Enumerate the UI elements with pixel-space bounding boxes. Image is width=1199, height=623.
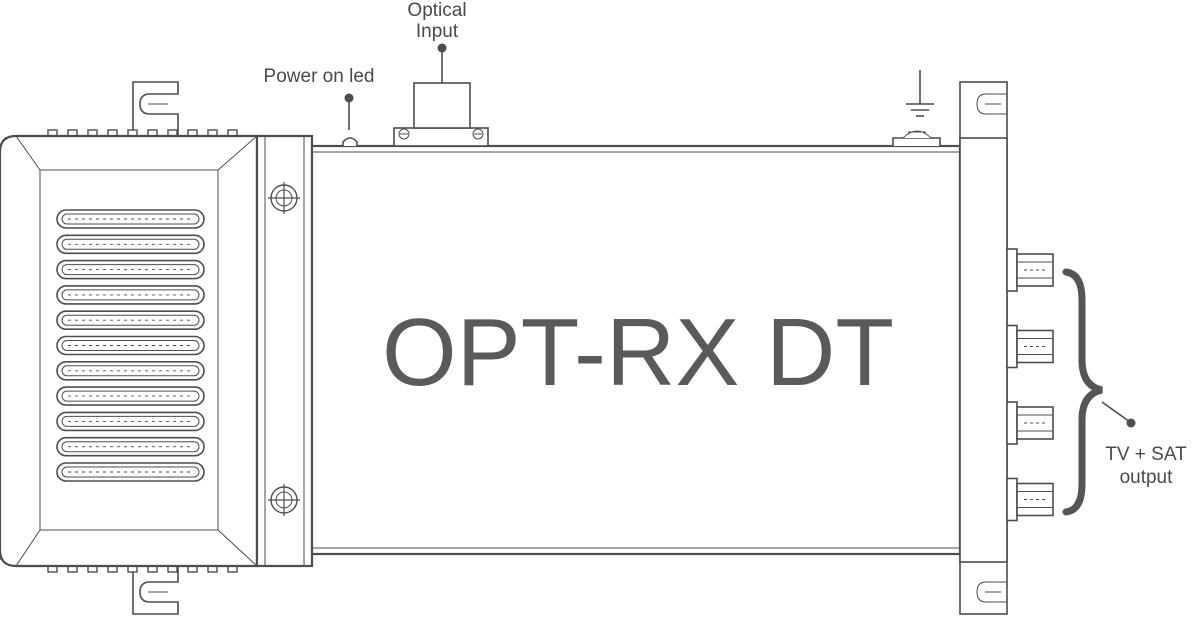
vent-slot <box>56 234 205 255</box>
f-connector <box>1006 248 1054 292</box>
optical-input-connector <box>393 43 489 147</box>
f-connector <box>1006 477 1054 522</box>
f-connector <box>1006 324 1054 369</box>
vent-slots <box>56 209 205 482</box>
vent-slot <box>56 310 205 331</box>
vent-slot <box>56 436 205 457</box>
vent-slot <box>56 335 205 356</box>
collar-plate <box>255 134 314 568</box>
vent-slot <box>56 386 205 406</box>
output-connectors <box>1006 248 1054 522</box>
vent-slot <box>56 462 205 482</box>
crosshair-screw-icon <box>268 182 300 214</box>
right-mounting-flange <box>959 81 1008 615</box>
optical-input-label-line2: Input <box>416 21 459 42</box>
vent-slot <box>56 411 205 432</box>
vent-slot <box>56 209 205 229</box>
power-led-label: Power on led <box>264 66 375 87</box>
vent-slot <box>56 285 205 305</box>
output-label-line1: TV + SAT <box>1105 444 1187 465</box>
heatsink-block <box>0 129 259 573</box>
ground-terminal <box>892 130 941 146</box>
ground-symbol-icon <box>906 70 934 117</box>
model-label: OPT-RX DT <box>382 299 894 406</box>
vent-slot <box>56 360 205 381</box>
optical-input-label-line1: Optical <box>407 0 466 21</box>
left-bottom-mounting-bracket <box>132 567 179 615</box>
output-label-line2: output <box>1120 467 1174 488</box>
crosshair-screw-icon <box>268 484 300 516</box>
output-brace <box>1062 268 1136 516</box>
vent-slot <box>56 259 205 280</box>
f-connector <box>1006 401 1054 445</box>
left-top-mounting-bracket <box>132 81 179 138</box>
power-led <box>342 93 358 146</box>
